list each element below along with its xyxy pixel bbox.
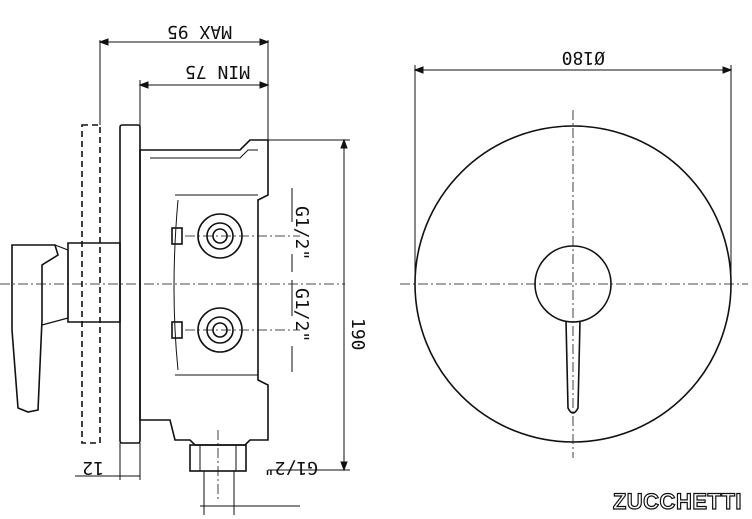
- thread-upper-label: G1/2": [291, 206, 312, 260]
- front-view: [400, 65, 748, 458]
- diameter-dimension-label: Ø180: [562, 47, 605, 68]
- thread-bottom-label: G1/2": [264, 457, 318, 478]
- min-dimension-label: MIN 75: [185, 61, 250, 82]
- plate-thickness-label: 12: [82, 457, 104, 478]
- thread-middle-label: G1/2": [291, 288, 312, 342]
- mixer-body: [139, 139, 269, 446]
- side-dimensions: [75, 38, 350, 515]
- brand-logo: ZUCCHETTI: [612, 488, 742, 514]
- side-view: [0, 124, 345, 500]
- max-dimension-label: MAX 95: [167, 21, 232, 42]
- height-dimension-label: 190: [347, 318, 368, 351]
- lever-handle: [67, 242, 121, 323]
